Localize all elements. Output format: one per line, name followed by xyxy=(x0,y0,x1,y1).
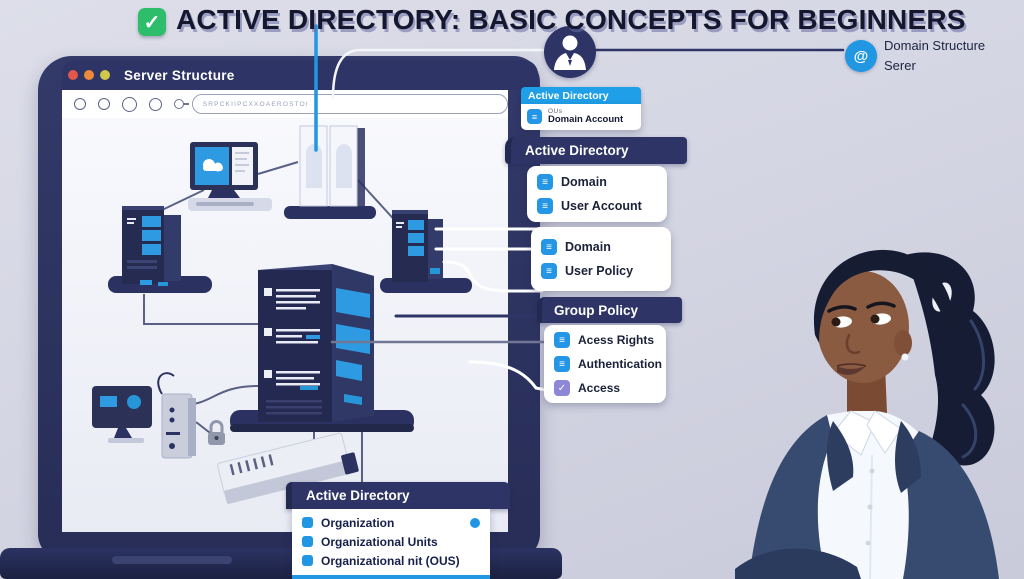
minimize-dot[interactable] xyxy=(84,70,94,80)
panel-accent-strip xyxy=(292,575,490,579)
list-item-label: Organization xyxy=(321,515,395,530)
list-item[interactable]: ≡ OUs Domain Account xyxy=(521,107,641,127)
address-bar[interactable]: SRPCKIIPCXXOAEROSTOI xyxy=(191,94,508,114)
panel-header: Active Directory xyxy=(521,87,641,104)
list-item-label: Access xyxy=(578,381,621,395)
bullet-icon xyxy=(302,536,313,547)
user-policy-icon: ≡ xyxy=(541,263,557,279)
presenter-face xyxy=(813,249,953,423)
page-title: ACTIVE DIRECTORY: BASIC CONCEPTS FOR BEG… xyxy=(176,4,966,35)
laptop-trackpad xyxy=(112,556,232,564)
bullet-icon xyxy=(302,517,313,528)
list-item-label: Organizational nit (OUS) xyxy=(321,553,460,568)
bullet-icon xyxy=(302,555,313,566)
workstation-monitor xyxy=(188,142,272,211)
search-icon xyxy=(173,99,189,109)
callout-bottom-ad-header: Active Directory xyxy=(286,482,510,509)
list-item-label: Domain xyxy=(565,240,611,254)
browser-toolbar: SRPCKIIPCXXOAEROSTOI xyxy=(62,90,508,118)
list-item[interactable]: ✓ Access xyxy=(544,376,666,400)
list-item[interactable]: Organizational nit (OUS) xyxy=(292,551,490,570)
list-item-label: Organizational Units xyxy=(321,534,438,549)
domain-structure-line1: Domain Structure xyxy=(884,38,986,53)
toolbar-button[interactable] xyxy=(148,97,162,111)
list-item[interactable]: ≡ Acess Rights xyxy=(544,328,666,352)
list-item[interactable]: ≡ User Account xyxy=(527,194,667,218)
directory-cabinet xyxy=(284,125,376,219)
list-item-label: Domain xyxy=(561,175,607,189)
network-switch xyxy=(217,432,359,504)
close-dot[interactable] xyxy=(68,70,78,80)
window-titlebar: Server Structure xyxy=(62,60,538,90)
list-item-label: User Account xyxy=(561,199,642,213)
callout-group-policy-body: ≡ Acess Rights ≡ Authentication ✓ Access xyxy=(544,325,666,403)
callout-bottom-ad-body: Organization Organizational Units Organi… xyxy=(292,509,490,579)
list-item-sublabel: OUs xyxy=(548,108,563,115)
callout-mini-active-directory: Active Directory ≡ OUs Domain Account xyxy=(521,87,641,130)
user-account-icon: ≡ xyxy=(537,198,553,214)
server-tower-right xyxy=(380,210,472,293)
list-item[interactable]: ≡ Domain xyxy=(531,235,671,259)
server-tower-left xyxy=(108,206,212,293)
network-diagram xyxy=(92,125,472,504)
callout-active-directory-header: Active Directory xyxy=(505,137,687,164)
toolbar-button[interactable] xyxy=(74,98,86,110)
access-check-icon: ✓ xyxy=(554,380,570,396)
list-item-label: Authentication xyxy=(578,357,662,371)
list-item-label: Domain Account xyxy=(548,114,624,126)
lock-icon xyxy=(208,420,225,445)
presenter-body xyxy=(735,410,999,579)
list-item[interactable]: ≡ Authentication xyxy=(544,352,666,376)
list-item-label: Acess Rights xyxy=(578,333,655,347)
list-item[interactable]: ≡ User Policy xyxy=(531,259,671,283)
client-monitor xyxy=(92,386,152,443)
access-rights-icon: ≡ xyxy=(554,332,570,348)
callout-policy-body: ≡ Domain ≡ User Policy xyxy=(531,227,671,291)
presenter-illustration xyxy=(735,249,999,579)
toolbar-button[interactable] xyxy=(97,98,110,110)
toolbar-button[interactable] xyxy=(121,96,137,112)
window-title: Server Structure xyxy=(124,67,235,83)
status-dot xyxy=(470,517,480,528)
list-item[interactable]: Organization xyxy=(292,513,490,532)
callout-group-policy-header: Group Policy xyxy=(537,297,682,323)
domain-icon: ≡ xyxy=(541,239,557,255)
check-icon: ✓ xyxy=(138,8,166,36)
domain-structure-icon: @ xyxy=(845,40,877,72)
domain-structure-label: Domain Structure Serer xyxy=(884,36,985,75)
list-item-label: User Policy xyxy=(565,264,634,278)
callout-active-directory-body: ≡ Domain ≡ User Account xyxy=(527,166,667,222)
peripheral-device xyxy=(157,372,196,459)
maximize-dot[interactable] xyxy=(100,70,110,80)
domain-structure-line2: Serer xyxy=(884,57,916,73)
list-item[interactable]: ≡ Domain xyxy=(527,170,667,194)
authentication-icon: ≡ xyxy=(554,356,570,372)
directory-icon: ≡ xyxy=(527,109,542,125)
list-item[interactable]: Organizational Units xyxy=(292,532,490,551)
cloud-icon xyxy=(203,159,223,172)
domain-icon: ≡ xyxy=(537,174,553,190)
